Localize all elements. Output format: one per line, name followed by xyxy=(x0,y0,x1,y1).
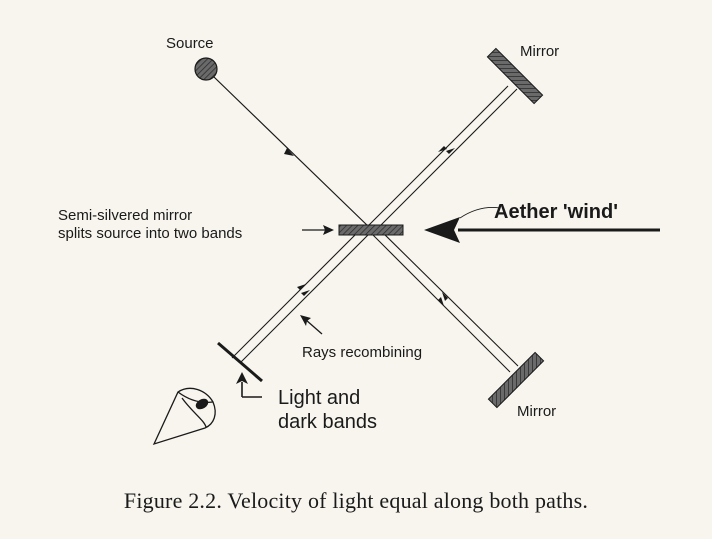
ray-bottom-arrow-b xyxy=(442,292,448,301)
mirror-bottom xyxy=(487,351,545,409)
ray-bottom-arrow-a xyxy=(438,297,444,306)
semi-mirror-label-line1: Semi-silvered mirror xyxy=(58,207,192,224)
ray-top-arrow-up xyxy=(438,146,447,152)
ray-to-top-mirror xyxy=(365,85,518,233)
detector-screen xyxy=(217,341,263,383)
recombined-rays xyxy=(231,227,371,363)
source-ray-arrow xyxy=(284,148,294,156)
aether-arrow-head xyxy=(424,217,460,243)
aether-wind-label: Aether 'wind' xyxy=(494,201,618,223)
recombined-arrow-a xyxy=(297,284,306,290)
rays-recombining-label: Rays recombining xyxy=(302,344,422,361)
bands-label-line2: dark bands xyxy=(278,411,377,433)
rays-label-arrow-line xyxy=(305,319,323,335)
source-ray xyxy=(213,76,371,229)
rays-label-arrow-head xyxy=(300,315,311,326)
semi-label-arrow-head xyxy=(323,225,334,235)
semi-mirror-label-line2: splits source into two bands xyxy=(58,225,242,242)
eye-icon xyxy=(152,387,216,446)
figure-caption: Figure 2.2. Velocity of light equal alon… xyxy=(123,488,589,513)
mirror-top xyxy=(486,47,544,105)
semi-silvered-mirror xyxy=(338,224,404,236)
mirror-top-label: Mirror xyxy=(520,43,559,60)
source-label: Source xyxy=(166,35,214,52)
recombined-arrow-b xyxy=(301,290,310,296)
light-source xyxy=(194,57,218,81)
ray-top-arrow-down xyxy=(446,148,455,154)
aether-wake xyxy=(459,207,501,219)
bands-arrow-head xyxy=(236,372,248,384)
mirror-bottom-label: Mirror xyxy=(517,403,556,420)
bands-label-line1: Light and xyxy=(278,387,360,409)
